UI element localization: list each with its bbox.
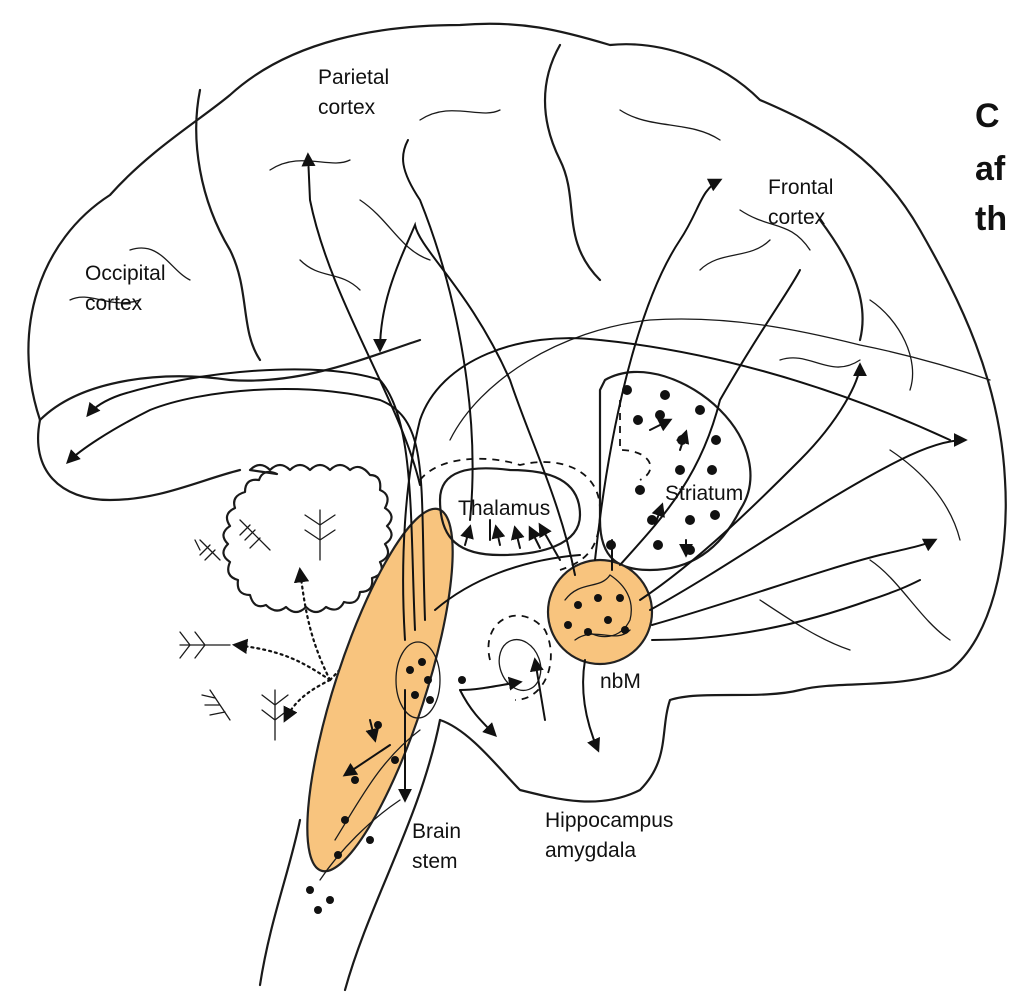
spinal-cord-left [260,820,300,985]
striatum-dots [622,385,721,555]
brainstem-projections [68,338,950,735]
striatum-dashed [620,400,650,480]
heading-line-1: C [975,97,1000,135]
label-hippocampus-1: Hippocampus [545,809,673,832]
cerebrum-outline [28,24,1005,802]
label-occipital-2: cortex [85,292,143,315]
label-parietal-1: Parietal [318,66,389,89]
label-thalamus: Thalamus [458,497,550,520]
label-parietal-2: cortex [318,96,376,119]
region-labels: Parietal cortex Frontal cortex Occipital… [85,66,833,873]
label-frontal-1: Frontal [768,176,833,199]
cerebellum-outline [223,465,391,612]
label-frontal-2: cortex [768,206,826,229]
heading-line-2: af [975,150,1006,188]
label-striatum: Striatum [665,482,743,505]
occipital-lower-outline [38,420,240,500]
truncated-heading: C af th [975,97,1007,238]
hippocampus-structure [488,616,550,720]
cerebellum-branches [180,510,335,740]
label-brain-stem-1: Brain [412,820,461,843]
gyri-folds [40,45,990,650]
heading-line-3: th [975,200,1007,238]
label-nbm: nbM [600,670,641,693]
label-occipital-1: Occipital [85,262,166,285]
label-brain-stem-2: stem [412,850,458,873]
nbm-highlight [548,560,652,664]
label-hippocampus-2: amygdala [545,839,636,862]
